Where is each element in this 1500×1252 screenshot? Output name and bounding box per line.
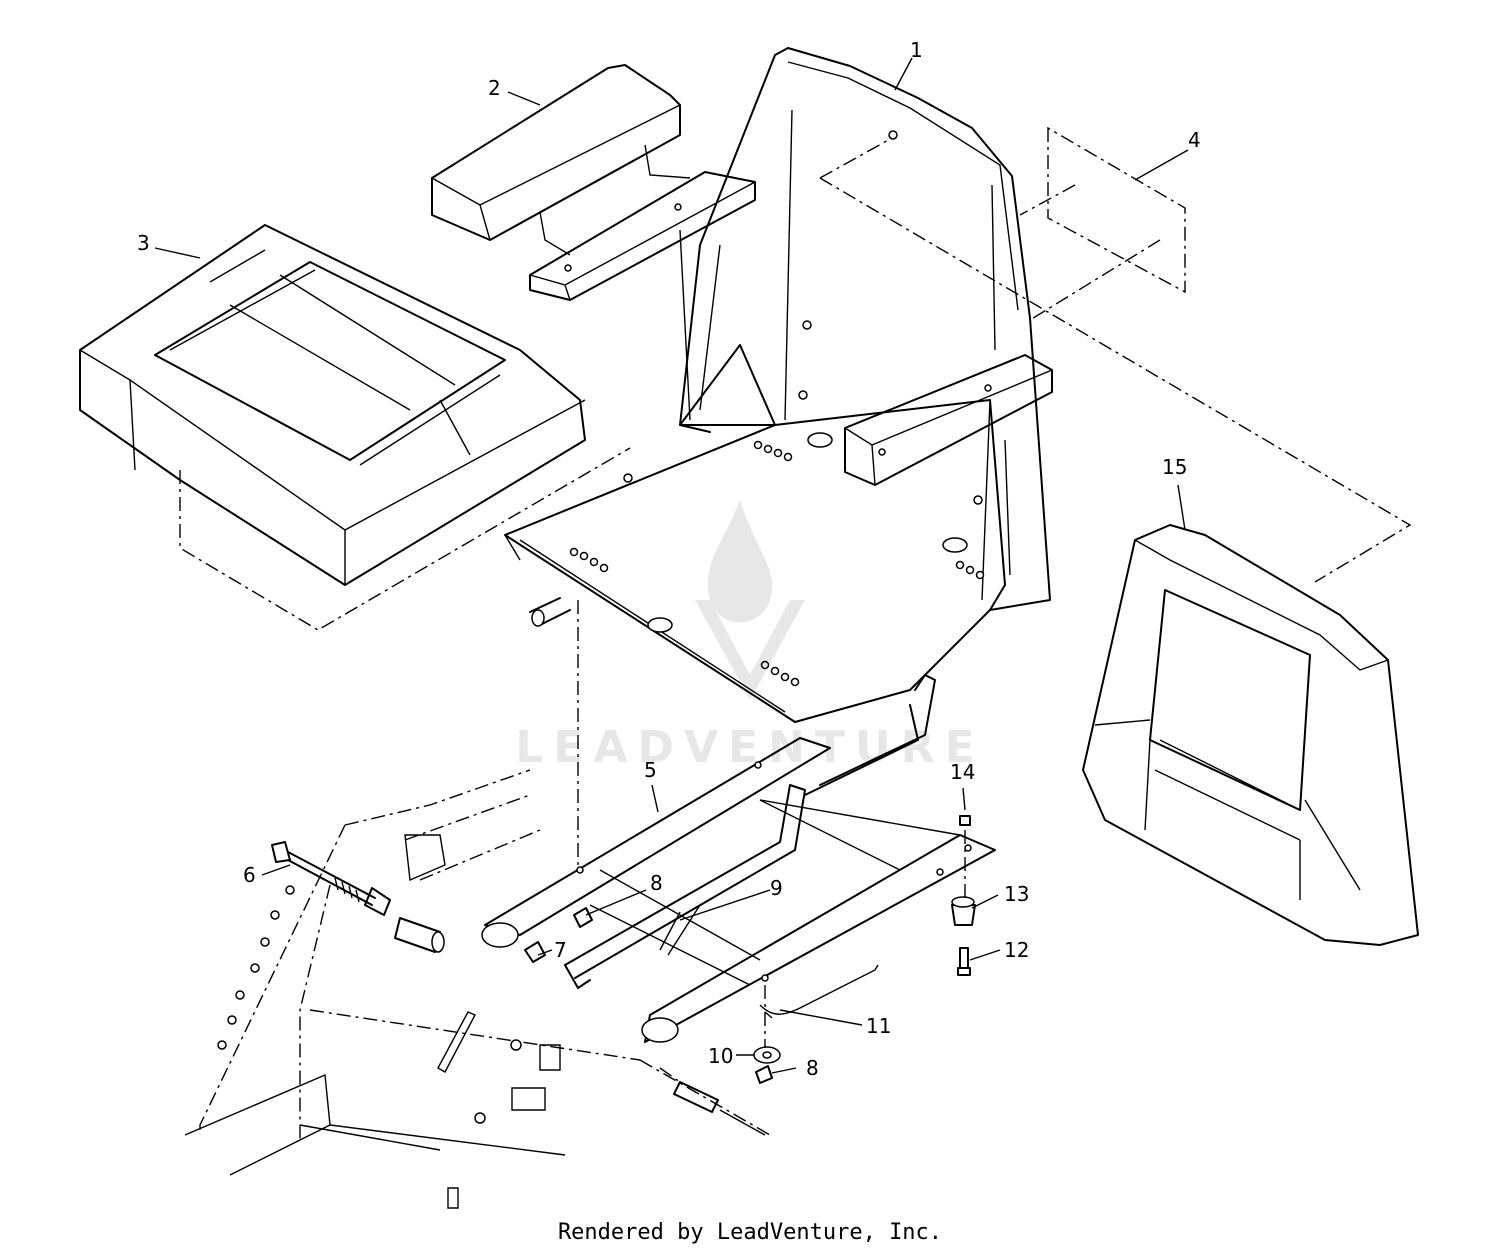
nut-part-8: [573, 907, 773, 1084]
callout-11: 11: [866, 1014, 892, 1038]
callout-8-lower: 8: [806, 1056, 819, 1080]
callout-9: 9: [770, 876, 783, 900]
adjustment-rod-part-9: [564, 784, 806, 989]
leadventure-watermark-logo: [695, 500, 805, 700]
bolt-part-12: [957, 947, 971, 976]
callout-15: 15: [1162, 455, 1188, 479]
callout-13: 13: [1004, 882, 1030, 906]
watermark-text: LEADVENTURE: [515, 722, 985, 773]
leader-lines: [154, 57, 1189, 1074]
callout-2: 2: [488, 76, 501, 100]
spacer-tube: [659, 1067, 766, 1136]
callout-1: 1: [910, 38, 923, 62]
cotter-pin-part-11: [759, 964, 879, 1048]
bumper-part-13: [951, 896, 976, 926]
decal-part-4: [819, 126, 1412, 583]
mounting-rails-part-5: [481, 737, 996, 1043]
seat-cushion-part-3: [79, 224, 631, 631]
footer-credit: Rendered by LeadVenture, Inc.: [557, 1220, 943, 1245]
back-cushion-part-15: [1082, 524, 1419, 946]
bolt-part-6: [271, 841, 445, 953]
nut-part-7: [524, 941, 546, 963]
callout-7: 7: [554, 938, 567, 962]
tractor-frame: [184, 600, 771, 1209]
washer-part-10: [753, 1046, 781, 1064]
callout-3: 3: [137, 231, 150, 255]
callout-8-upper: 8: [650, 871, 663, 895]
callout-4: 4: [1188, 128, 1201, 152]
callout-10: 10: [708, 1044, 734, 1068]
seat-pan-part-1: [504, 47, 1053, 796]
callout-6: 6: [243, 863, 256, 887]
armrest-pad-part-2: [431, 64, 691, 256]
nut-part-14: [959, 815, 971, 900]
callout-14: 14: [950, 760, 976, 784]
callout-12: 12: [1004, 938, 1030, 962]
callout-5: 5: [644, 758, 657, 782]
